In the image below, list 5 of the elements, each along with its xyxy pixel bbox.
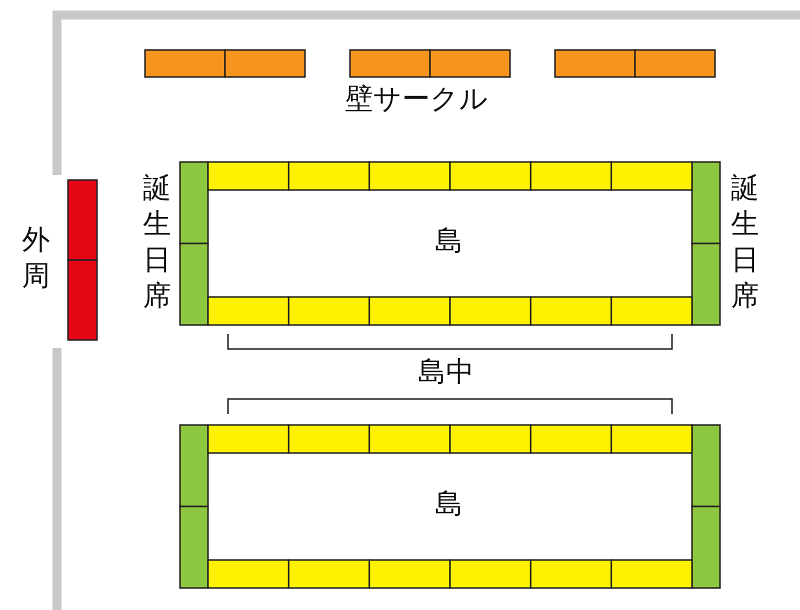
seat-label: 誕生日席 xyxy=(143,170,172,314)
seat-label: 誕生日席 xyxy=(731,170,760,314)
area-label: 外周 xyxy=(22,222,51,294)
area-label: 島中 xyxy=(418,357,474,386)
area-label: 壁サークル xyxy=(345,84,488,114)
